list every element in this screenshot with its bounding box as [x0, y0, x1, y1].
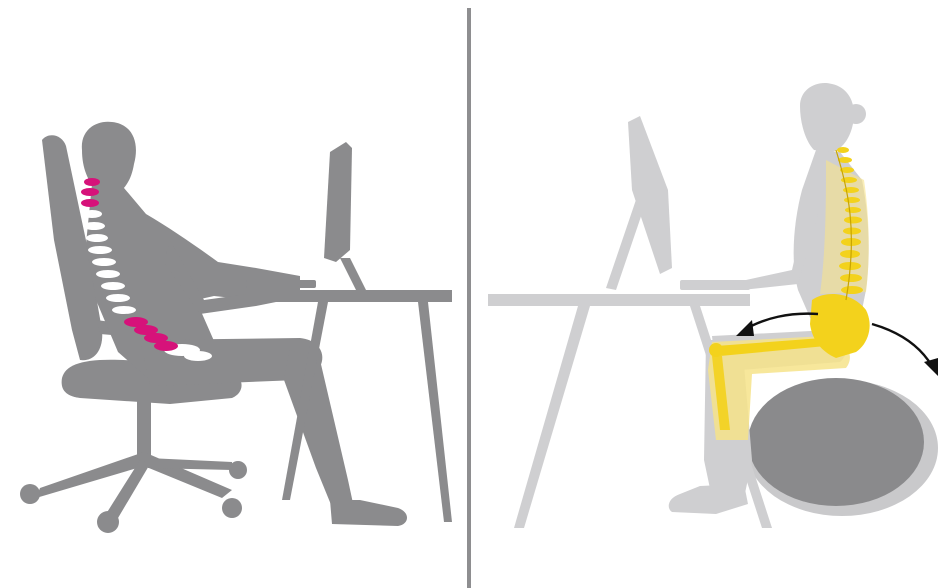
keyboard-left: [246, 280, 316, 288]
chair-caster: [222, 498, 242, 518]
woman-hair-bun: [846, 104, 866, 124]
monitor-right: [628, 116, 672, 274]
chair-caster: [97, 511, 119, 533]
center-divider: [467, 8, 471, 588]
arrow-right-head-icon: [924, 358, 938, 376]
desk-leg-right: [418, 302, 452, 522]
person-foot: [330, 500, 407, 526]
desk-top-left: [246, 290, 452, 302]
woman-head: [800, 83, 854, 152]
monitor-stand-left: [340, 258, 366, 290]
chair-caster: [20, 484, 40, 504]
right-panel-exercise-ball: [488, 83, 938, 528]
arrow-left-head-icon: [736, 320, 754, 336]
monitor-left: [324, 142, 352, 262]
woman-shoe: [669, 484, 748, 514]
person-lower-leg: [284, 350, 354, 512]
desk-leg-right-a: [514, 306, 590, 528]
yellow-knee: [709, 343, 723, 357]
chair-caster: [229, 461, 247, 479]
chair-base-right-leg: [148, 458, 232, 470]
arrow-right-curve-icon: [872, 324, 932, 366]
desk-top-right: [488, 294, 750, 306]
exercise-ball: [748, 378, 924, 506]
chair-gas-lift: [137, 398, 151, 458]
monitor-stand-right: [606, 188, 650, 290]
keyboard-right: [680, 280, 750, 290]
arrow-left-curve-icon: [744, 314, 818, 330]
